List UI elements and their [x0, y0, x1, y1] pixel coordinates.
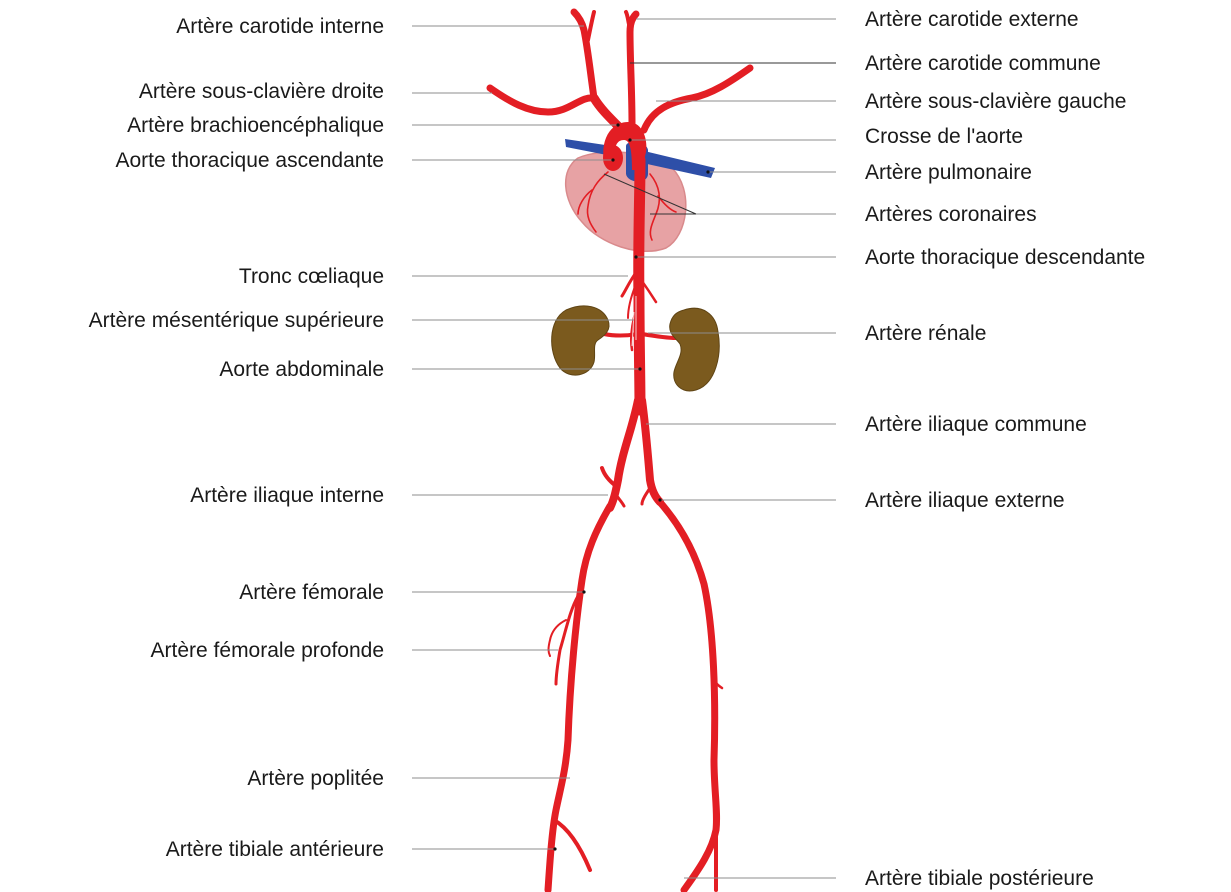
labels-left: Artère carotide interne Artère sous-clav… — [89, 15, 384, 861]
label-femorale-profonde: Artère fémorale profonde — [151, 639, 384, 662]
label-iliaque-interne: Artère iliaque interne — [190, 484, 384, 507]
label-tibiale-anterieure: Artère tibiale antérieure — [166, 838, 384, 861]
label-iliaque-commune: Artère iliaque commune — [865, 413, 1087, 436]
label-femorale: Artère fémorale — [239, 581, 384, 604]
right-kidney — [552, 306, 609, 375]
label-iliaque-externe: Artère iliaque externe — [865, 489, 1065, 512]
label-sous-claviere-gauche: Artère sous-clavière gauche — [865, 90, 1126, 113]
artery-network — [490, 12, 750, 890]
label-carotide-interne: Artère carotide interne — [176, 15, 384, 38]
label-carotide-externe: Artère carotide externe — [865, 8, 1079, 31]
label-coronaires: Artères coronaires — [865, 203, 1037, 226]
right-femoral — [548, 506, 610, 890]
label-renale: Artère rénale — [865, 322, 986, 345]
renal-artery-left — [642, 334, 676, 338]
left-internal-iliac — [642, 488, 650, 504]
label-carotide-commune: Artère carotide commune — [865, 52, 1101, 75]
left-common-iliac — [642, 400, 660, 502]
label-pulmonaire: Artère pulmonaire — [865, 161, 1032, 184]
right-subclavian — [490, 88, 594, 112]
descending-aorta — [639, 160, 640, 410]
label-sous-claviere-droite: Artère sous-clavière droite — [139, 80, 384, 103]
label-brachioencephalique: Artère brachioencéphalique — [127, 114, 384, 137]
label-crosse-aorte: Crosse de l'aorte — [865, 125, 1023, 148]
left-femoral — [658, 500, 717, 890]
label-poplitee: Artère poplitée — [247, 767, 384, 790]
label-aorte-descendante: Aorte thoracique descendante — [865, 246, 1145, 269]
labels-right: Artère carotide externe Artère carotide … — [865, 8, 1145, 890]
label-tronc-coeliaque: Tronc cœliaque — [239, 265, 384, 288]
right-internal-iliac — [602, 468, 616, 486]
label-tibiale-posterieure: Artère tibiale postérieure — [865, 867, 1094, 890]
label-aorte-abdominale: Aorte abdominale — [219, 358, 384, 381]
left-common-carotid — [630, 14, 636, 124]
left-subclavian — [644, 68, 750, 130]
label-aorte-ascendante: Aorte thoracique ascendante — [115, 149, 384, 172]
left-kidney — [670, 308, 719, 391]
label-mesenterique-superieure: Artère mésentérique supérieure — [89, 309, 384, 332]
